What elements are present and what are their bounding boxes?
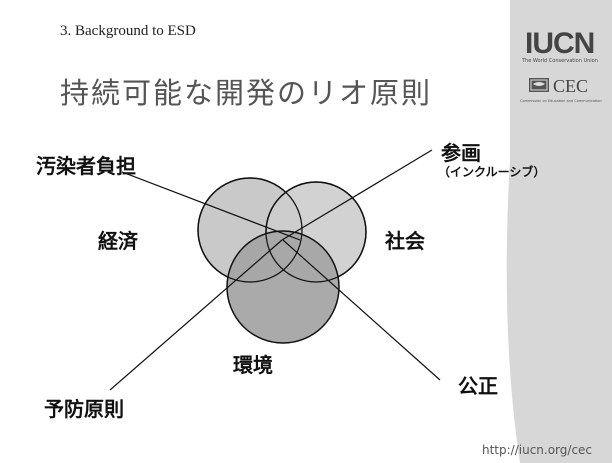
precaution-line bbox=[109, 239, 283, 391]
environment-label: 環境 bbox=[233, 353, 273, 377]
equity-label: 公正 bbox=[458, 374, 498, 398]
iucn-logo: IUCN bbox=[525, 27, 595, 60]
iucn-logo-subtitle: The World Conservation Union bbox=[522, 58, 598, 64]
section-title: 3. Background to ESD bbox=[60, 23, 196, 39]
polluter-pays-line bbox=[121, 171, 301, 241]
society-label: 社会 bbox=[385, 229, 425, 253]
page-title: 持続可能な開発のリオ原則 bbox=[60, 76, 433, 110]
polluter-pays-label: 汚染者負担 bbox=[36, 154, 136, 178]
participation-label: 参画 bbox=[441, 141, 481, 165]
precaution-label: 予防原則 bbox=[44, 397, 124, 421]
participation-sublabel: （インクルーシブ） bbox=[438, 165, 546, 179]
environment-circle bbox=[226, 230, 340, 344]
economy-label: 経済 bbox=[98, 229, 138, 253]
cec-logo-subtitle: Commission on Education and Communicatio… bbox=[520, 99, 602, 103]
equity-line bbox=[282, 239, 441, 381]
participation-line bbox=[281, 149, 433, 241]
cec-logo: CEC bbox=[553, 76, 589, 96]
cec-logo-icon bbox=[529, 78, 549, 92]
source-url: http://iucn.org/cec bbox=[482, 443, 593, 457]
side-panel bbox=[506, 0, 612, 463]
